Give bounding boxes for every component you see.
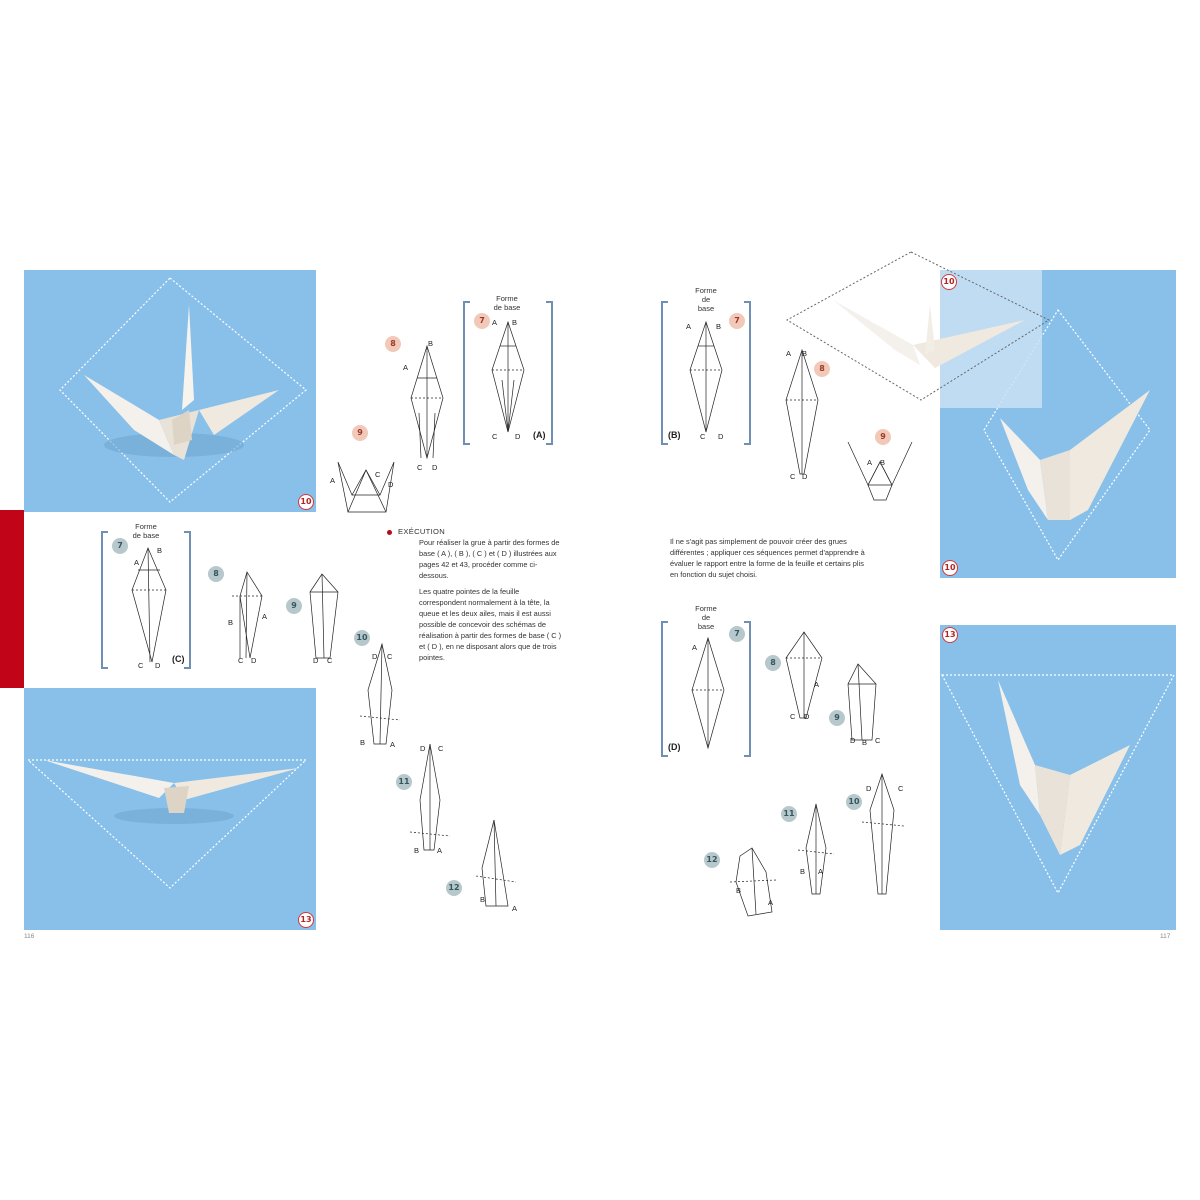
step-badge: 9 xyxy=(352,425,368,441)
page-number-left: 116 xyxy=(24,933,35,940)
step-badge: 8 xyxy=(208,566,224,582)
step-badge: 10 xyxy=(941,274,957,290)
step-8-diagram xyxy=(785,631,823,719)
step-9-diagram xyxy=(847,663,877,741)
step-badge: 10 xyxy=(298,494,314,510)
step-badge: 7 xyxy=(729,313,745,329)
step-badge: 9 xyxy=(286,598,302,614)
step-badge: 10 xyxy=(354,630,370,646)
step-8-diagram xyxy=(785,348,819,475)
step-12-diagram xyxy=(729,847,777,917)
step-badge: 9 xyxy=(875,429,891,445)
base-form-bracket-a xyxy=(463,301,553,445)
base-form-label: (C) xyxy=(172,654,185,664)
chapter-tab xyxy=(0,510,24,688)
step-8-diagram xyxy=(232,571,263,659)
step-badge: 8 xyxy=(814,361,830,377)
step-badge: 7 xyxy=(729,626,745,642)
step-badge: 7 xyxy=(474,313,490,329)
step-badge: 11 xyxy=(781,806,797,822)
step-9-diagram xyxy=(337,461,395,513)
base-form-label: (A) xyxy=(533,430,546,440)
crane-flying-illustration xyxy=(26,759,308,889)
step-12-diagram xyxy=(475,819,517,907)
step-badge: 8 xyxy=(385,336,401,352)
page-number-right: 117 xyxy=(1160,933,1171,940)
base-form-label: (D) xyxy=(668,742,681,752)
execution-text: EXÉCUTION Pour réaliser la grue à partir… xyxy=(387,526,563,668)
base-form-bracket-c xyxy=(101,531,191,669)
base-form-bracket-b xyxy=(661,301,751,445)
step-8-diagram xyxy=(410,344,444,460)
execution-heading: EXÉCUTION xyxy=(398,527,446,536)
step-9-diagram xyxy=(847,441,913,501)
bullet-dot xyxy=(387,529,392,535)
crane-photo-13-right: 13 xyxy=(940,625,1176,930)
step-9-diagram xyxy=(309,573,339,659)
step-badge: 8 xyxy=(765,655,781,671)
step-badge: 11 xyxy=(396,774,412,790)
crane-illustration xyxy=(59,277,307,503)
step-11-diagram xyxy=(409,743,451,851)
step-10-diagram xyxy=(359,642,401,745)
step-11-diagram xyxy=(797,803,835,895)
base-form-label: (B) xyxy=(668,430,681,440)
step-badge: 12 xyxy=(704,852,720,868)
step-badge: 7 xyxy=(112,538,128,554)
crane-photo-13-left: 13 xyxy=(24,688,316,930)
step-10-diagram xyxy=(861,772,905,895)
intro-text: Il ne s'agit pas simplement de pouvoir c… xyxy=(670,537,865,579)
crane-photo-overlay xyxy=(785,251,1051,401)
step-badge: 10 xyxy=(846,794,862,810)
step-badge: 12 xyxy=(446,880,462,896)
crane-photo-10-left: 10 xyxy=(24,270,316,512)
execution-paragraph-1: Pour réaliser la grue à partir des forme… xyxy=(419,538,560,580)
step-badge: 13 xyxy=(298,912,314,928)
crane-standing-illustration xyxy=(983,308,1151,562)
execution-paragraph-2: Les quatre pointes de la feuille corresp… xyxy=(419,587,562,662)
base-form-bracket-d xyxy=(661,621,751,757)
step-badge: 10 xyxy=(942,560,958,576)
crane-triangle-illustration xyxy=(941,674,1175,895)
step-badge: 9 xyxy=(829,710,845,726)
step-badge: 13 xyxy=(942,627,958,643)
